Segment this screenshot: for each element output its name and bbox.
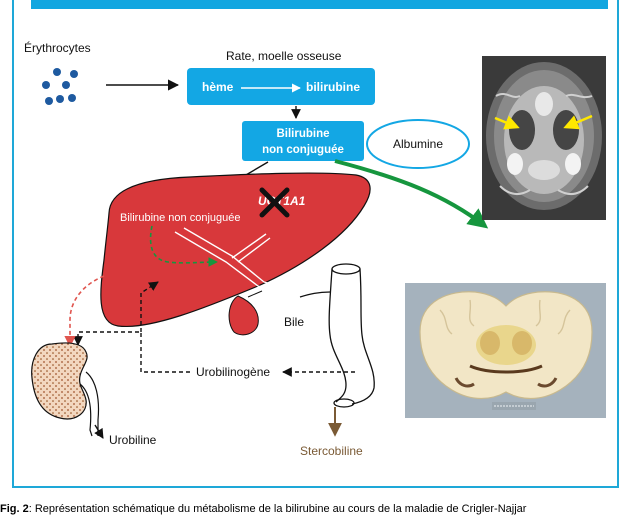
rate-moelle-label: Rate, moelle osseuse [226, 49, 342, 63]
heme-label: hème [202, 80, 234, 94]
yellow-arrow-left [494, 115, 520, 130]
bile-ducts [174, 227, 330, 299]
heme-bilirubine-box [187, 68, 375, 105]
to-liver-dashed [140, 281, 159, 332]
figure-caption-label: Fig. 2 [0, 503, 29, 515]
to-kidney-dashed [73, 331, 190, 373]
albumine-ellipse [366, 119, 470, 169]
stercobiline-label: Stercobiline [300, 444, 363, 458]
green-arrow-to-brain [334, 159, 489, 229]
liver-bilirubine-nc-label: Bilirubine non conjuguée [120, 212, 240, 224]
intestine-outline [299, 263, 375, 408]
liver-shape [100, 172, 371, 328]
bilirubine-nc-box [242, 121, 364, 161]
kidney [31, 342, 88, 420]
urobiline-label: Urobiline [109, 433, 157, 447]
title-band [31, 0, 608, 9]
bile-label: Bile [284, 315, 304, 329]
erythrocytes-label: Érythrocytes [24, 40, 91, 55]
yellow-arrow-right [563, 114, 593, 130]
brain-section-photo [405, 283, 606, 418]
urobiline-arrow [94, 424, 104, 439]
ureter [79, 371, 100, 437]
ugt1a1-blocked-cross [259, 187, 290, 218]
erythrocytes-cluster [42, 68, 78, 105]
albumine-label: Albumine [393, 137, 443, 151]
brain-mri-image [482, 56, 606, 220]
green-dashed-flow [149, 225, 218, 267]
gallbladder [228, 295, 259, 336]
bilirubine-nc-line1: Bilirubine [276, 128, 329, 140]
figure-caption: Fig. 2: Représentation schématique du mé… [0, 503, 625, 523]
bilirubine-nc-line2: non conjuguée [262, 144, 344, 156]
figure-caption-text: : Représentation schématique du métaboli… [28, 503, 527, 515]
red-dashed-to-kidney [64, 275, 105, 348]
urobilinogene-label: Urobilinogène [196, 365, 270, 379]
bilirubine-label: bilirubine [306, 80, 360, 94]
gallbladder-duct [247, 290, 263, 298]
